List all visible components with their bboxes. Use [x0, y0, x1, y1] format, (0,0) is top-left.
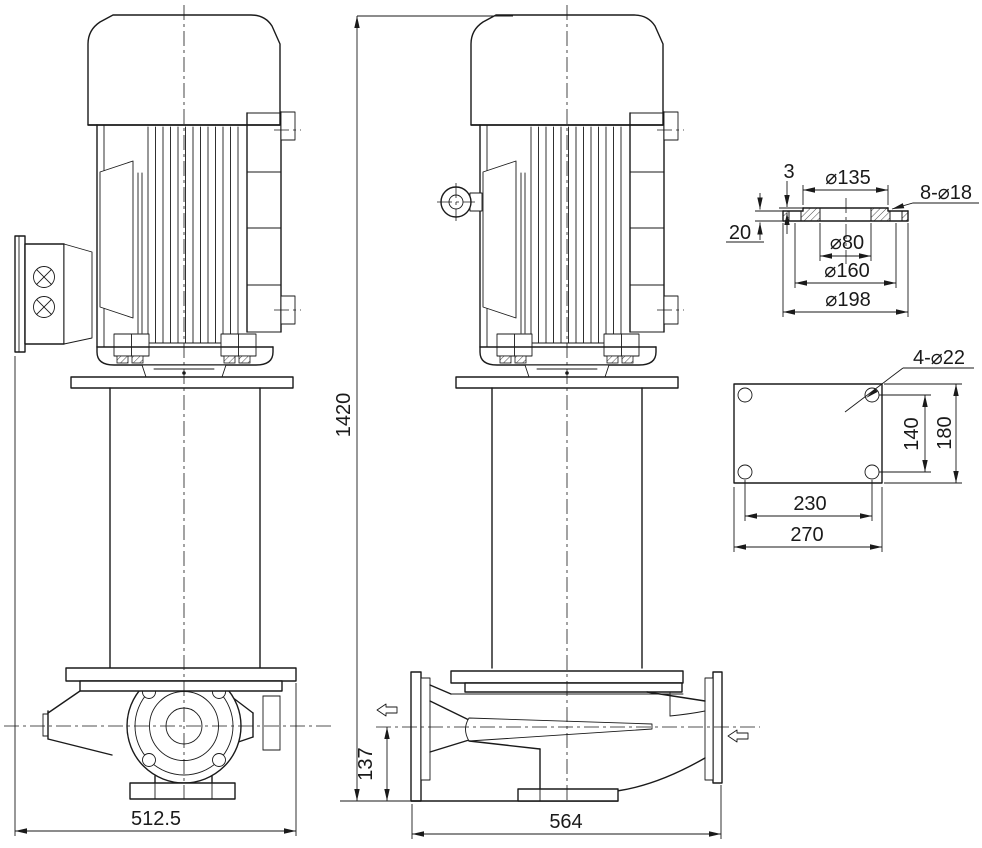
- note-label: 4-⌀22: [913, 347, 965, 369]
- pump-foot: [517, 788, 619, 802]
- dimension-label: 512.5: [131, 808, 181, 830]
- dimension-label: 270: [790, 524, 823, 546]
- dimension-label: 3: [783, 161, 794, 183]
- dimension-label: 180: [934, 416, 956, 449]
- front-view: 512.5: [4, 5, 334, 836]
- casing-cover-plate: [65, 667, 297, 682]
- note-label: 8-⌀18: [920, 182, 972, 204]
- dimension-label: ⌀160: [824, 260, 869, 282]
- anchor-bolt-hole: [737, 464, 753, 480]
- suction-flange: [712, 671, 723, 784]
- mounting-plate: [733, 383, 883, 484]
- lifting-eyebolt-icon: [437, 183, 483, 221]
- terminal-box: [14, 235, 93, 353]
- motor-stool-plate: [70, 376, 294, 389]
- dimension-overall-height: 1420: [333, 15, 513, 802]
- dimension-label: 1420: [333, 393, 355, 438]
- dimension-port-centerline-height: 137: [355, 727, 390, 801]
- flange-bolt-hole: [212, 753, 226, 767]
- dimension-label: 140: [901, 417, 923, 450]
- dimension-plate-width: 270: [733, 487, 883, 552]
- dimension-label: ⌀135: [825, 167, 870, 189]
- pump-casing-side: [410, 670, 723, 802]
- dimension-base-length: 564: [411, 785, 722, 839]
- mounting-plate-detail-view: 4-⌀22 140 180 230 270: [733, 347, 974, 552]
- flange-section: [782, 198, 909, 264]
- cable-gland-icon: [33, 296, 55, 318]
- dimension-raised-face-diameter: ⌀135: [802, 167, 889, 205]
- note-flange-bolt-holes: 8-⌀18: [891, 182, 979, 210]
- dimension-label: ⌀198: [825, 289, 870, 311]
- dimension-bolt-circle-diameter: ⌀160: [794, 223, 897, 288]
- dimension-flange-outer-diameter: ⌀198: [782, 223, 909, 317]
- pump-foot: [129, 782, 236, 800]
- diffuser-wedge: [465, 717, 653, 742]
- pump-column: [109, 387, 261, 669]
- dimension-label: 230: [793, 493, 826, 515]
- dimension-label: 20: [729, 222, 751, 244]
- dimension-flange-thickness: 20: [726, 193, 783, 244]
- flange-bolt-hole: [142, 753, 156, 767]
- dimension-raised-face-height: 3: [779, 161, 803, 234]
- casing-cover-plate: [464, 682, 683, 693]
- flange-detail-view: ⌀135 8-⌀18 3 20 ⌀80: [726, 161, 979, 317]
- side-view: 1420 137 564: [333, 5, 760, 839]
- pump-column: [491, 387, 643, 669]
- anchor-bolt-hole: [737, 387, 753, 403]
- dimension-plate-depth: 180: [884, 383, 962, 484]
- discharge-flange: [410, 671, 422, 802]
- dimension-overall-width: 512.5: [14, 356, 297, 836]
- anchor-bolt-hole: [864, 464, 880, 480]
- note-plate-bolt-holes: 4-⌀22: [844, 347, 974, 413]
- dimension-hole-pitch-depth: 140: [879, 394, 931, 473]
- dimension-label: 564: [549, 811, 582, 833]
- dimension-hole-pitch-width: 230: [744, 480, 873, 521]
- dimension-label: ⌀80: [830, 232, 864, 254]
- dimension-bore-diameter: ⌀80: [819, 223, 872, 261]
- cable-gland-icon: [33, 266, 55, 288]
- dimension-label: 137: [355, 747, 377, 780]
- casing-cover-plate: [79, 680, 283, 692]
